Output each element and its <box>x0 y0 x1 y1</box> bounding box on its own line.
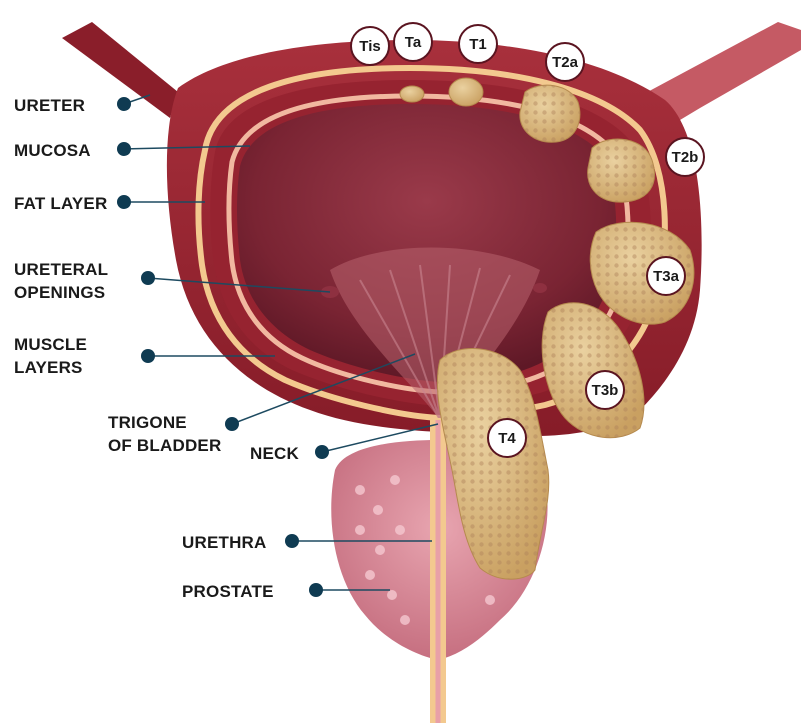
stage-tag-t2b: T2b <box>665 137 705 177</box>
tumor-t2b <box>588 139 655 202</box>
stage-tag-tis: Tis <box>350 26 390 66</box>
label-muscle-line1: MUSCLE <box>14 333 87 356</box>
label-prostate: PROSTATE <box>182 580 274 603</box>
label-muscle-layers: MUSCLE LAYERS <box>14 333 87 379</box>
dot-prostate <box>309 583 323 597</box>
stage-tag-t4: T4 <box>487 418 527 458</box>
dot-ureter <box>117 97 131 111</box>
label-ureteral-openings: URETERAL OPENINGS <box>14 258 108 304</box>
label-ureteral-line1: URETERAL <box>14 258 108 281</box>
tumor-ta <box>400 86 424 102</box>
ureteral-opening-right <box>533 283 547 293</box>
label-muscle-line2: LAYERS <box>14 356 87 379</box>
dot-ureteral-openings <box>141 271 155 285</box>
dot-fat-layer <box>117 195 131 209</box>
label-ureteral-line2: OPENINGS <box>14 281 108 304</box>
label-fat-layer: FAT LAYER <box>14 192 107 215</box>
stage-tag-t1: T1 <box>458 24 498 64</box>
label-trigone: TRIGONE OF BLADDER <box>108 411 221 457</box>
tumor-t2a <box>520 85 580 142</box>
label-urethra: URETHRA <box>182 531 267 554</box>
tumor-t1 <box>449 78 483 106</box>
dot-muscle-layers <box>141 349 155 363</box>
stage-tag-t3a: T3a <box>646 256 686 296</box>
label-trigone-line2: OF BLADDER <box>108 434 221 457</box>
stage-tag-t3b: T3b <box>585 370 625 410</box>
dot-trigone <box>225 417 239 431</box>
label-ureter: URETER <box>14 94 85 117</box>
dot-neck <box>315 445 329 459</box>
label-trigone-line1: TRIGONE <box>108 411 221 434</box>
label-mucosa: MUCOSA <box>14 139 91 162</box>
dot-urethra <box>285 534 299 548</box>
stage-tag-ta: Ta <box>393 22 433 62</box>
dot-mucosa <box>117 142 131 156</box>
stage-tag-t2a: T2a <box>545 42 585 82</box>
label-neck: NECK <box>250 442 299 465</box>
